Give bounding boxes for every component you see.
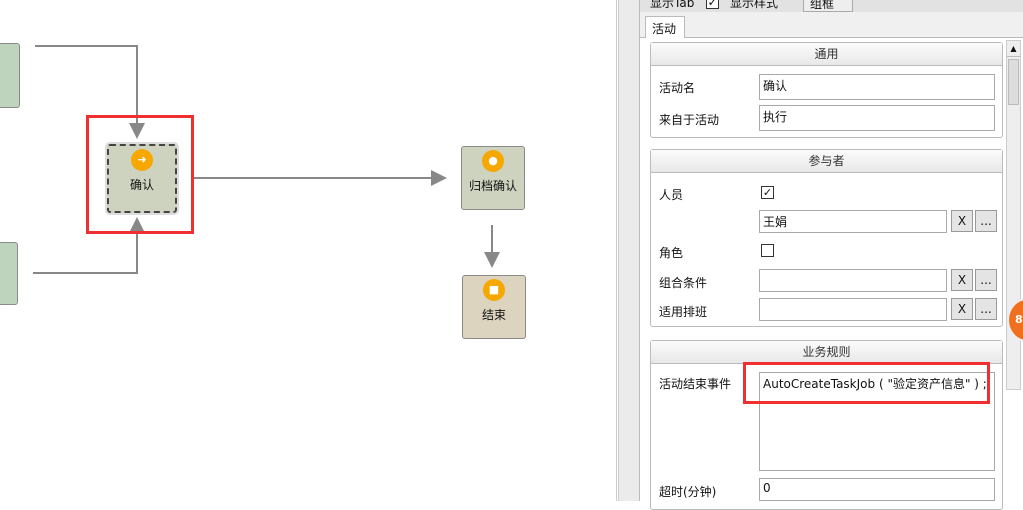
tab-activity[interactable]: 活动 bbox=[645, 16, 685, 38]
end-event-textarea[interactable]: AutoCreateTaskJob ( "验定资产信息" ) ; bbox=[759, 372, 995, 471]
node-label: 结束 bbox=[481, 308, 506, 322]
condition-input[interactable] bbox=[759, 269, 947, 292]
role-label: 角色 bbox=[659, 246, 684, 260]
node-confirm[interactable]: ➜ 确认 bbox=[105, 142, 179, 215]
connector-bottom bbox=[33, 217, 145, 274]
group-title: 业务规则 bbox=[651, 341, 1002, 364]
person-clear-button[interactable]: X bbox=[951, 210, 973, 232]
highlight-box bbox=[86, 115, 194, 234]
group-business-rules: 业务规则 活动结束事件 AutoCreateTaskJob ( "验定资产信息"… bbox=[650, 340, 1003, 510]
group-title: 参与者 bbox=[651, 150, 1002, 173]
show-tab-label: 显示Tab bbox=[650, 0, 695, 10]
end-event-label: 活动结束事件 bbox=[659, 377, 732, 391]
person-browse-button[interactable]: ... bbox=[975, 210, 997, 232]
highlight-box bbox=[743, 362, 990, 404]
show-tab-checkbox[interactable]: ✓ bbox=[706, 0, 719, 9]
person-input[interactable]: 王娟 bbox=[759, 210, 947, 233]
condition-browse-button[interactable]: ... bbox=[975, 269, 997, 291]
group-title: 通用 bbox=[651, 43, 1002, 66]
connectors bbox=[33, 45, 500, 274]
shift-browse-button[interactable]: ... bbox=[975, 298, 997, 320]
from-activity-input[interactable]: 执行 bbox=[759, 105, 995, 131]
node-label: 归档确认 bbox=[468, 179, 517, 193]
node-label: 确认 bbox=[129, 178, 154, 192]
show-style-select[interactable]: 组框 bbox=[803, 0, 854, 12]
condition-label: 组合条件 bbox=[659, 276, 708, 290]
shift-label: 适用排班 bbox=[659, 305, 708, 319]
user-icon: ● bbox=[482, 150, 504, 172]
person-label: 人员 bbox=[659, 188, 684, 202]
group-general: 通用 活动名 确认 来自于活动 执行 bbox=[650, 42, 1003, 138]
timeout-label: 超时(分钟) bbox=[659, 485, 717, 499]
toolbar: 显示Tab ✓ 显示样式 组框 bbox=[640, 0, 1023, 12]
workflow-canvas[interactable]: ➜ 确认 ● 归档确认 ■ 结束 bbox=[0, 0, 617, 501]
from-activity-label: 来自于活动 bbox=[659, 113, 720, 127]
group-participants: 参与者 人员 ✓ 王娟 X ... 角色 组合条件 X ... 适用排班 X .… bbox=[650, 149, 1003, 327]
shift-input[interactable] bbox=[759, 298, 947, 321]
timeout-input[interactable]: 0 bbox=[759, 478, 995, 501]
activity-name-input[interactable]: 确认 bbox=[759, 74, 995, 100]
node-end[interactable]: ■ 结束 bbox=[462, 275, 526, 339]
role-checkbox[interactable] bbox=[761, 244, 774, 257]
node-partial-bottom[interactable] bbox=[0, 242, 18, 305]
badge-text: 80 bbox=[1015, 313, 1023, 326]
scrollbar-thumb[interactable] bbox=[1008, 59, 1019, 105]
arrow-right-icon: ➜ bbox=[131, 149, 153, 171]
show-style-value: 组框 bbox=[810, 0, 835, 11]
condition-clear-button[interactable]: X bbox=[951, 269, 973, 291]
splitter[interactable] bbox=[618, 0, 640, 501]
show-style-label: 显示样式 bbox=[730, 0, 779, 10]
activity-name-label: 活动名 bbox=[659, 81, 696, 95]
scroll-up-icon[interactable]: ▲ bbox=[1007, 41, 1020, 57]
tab-label: 活动 bbox=[652, 22, 677, 36]
shift-clear-button[interactable]: X bbox=[951, 298, 973, 320]
connector-top bbox=[35, 45, 145, 139]
node-archive-confirm[interactable]: ● 归档确认 bbox=[461, 146, 525, 210]
person-checkbox[interactable]: ✓ bbox=[761, 186, 774, 199]
node-partial-top[interactable] bbox=[0, 43, 20, 108]
stop-icon: ■ bbox=[483, 279, 505, 301]
